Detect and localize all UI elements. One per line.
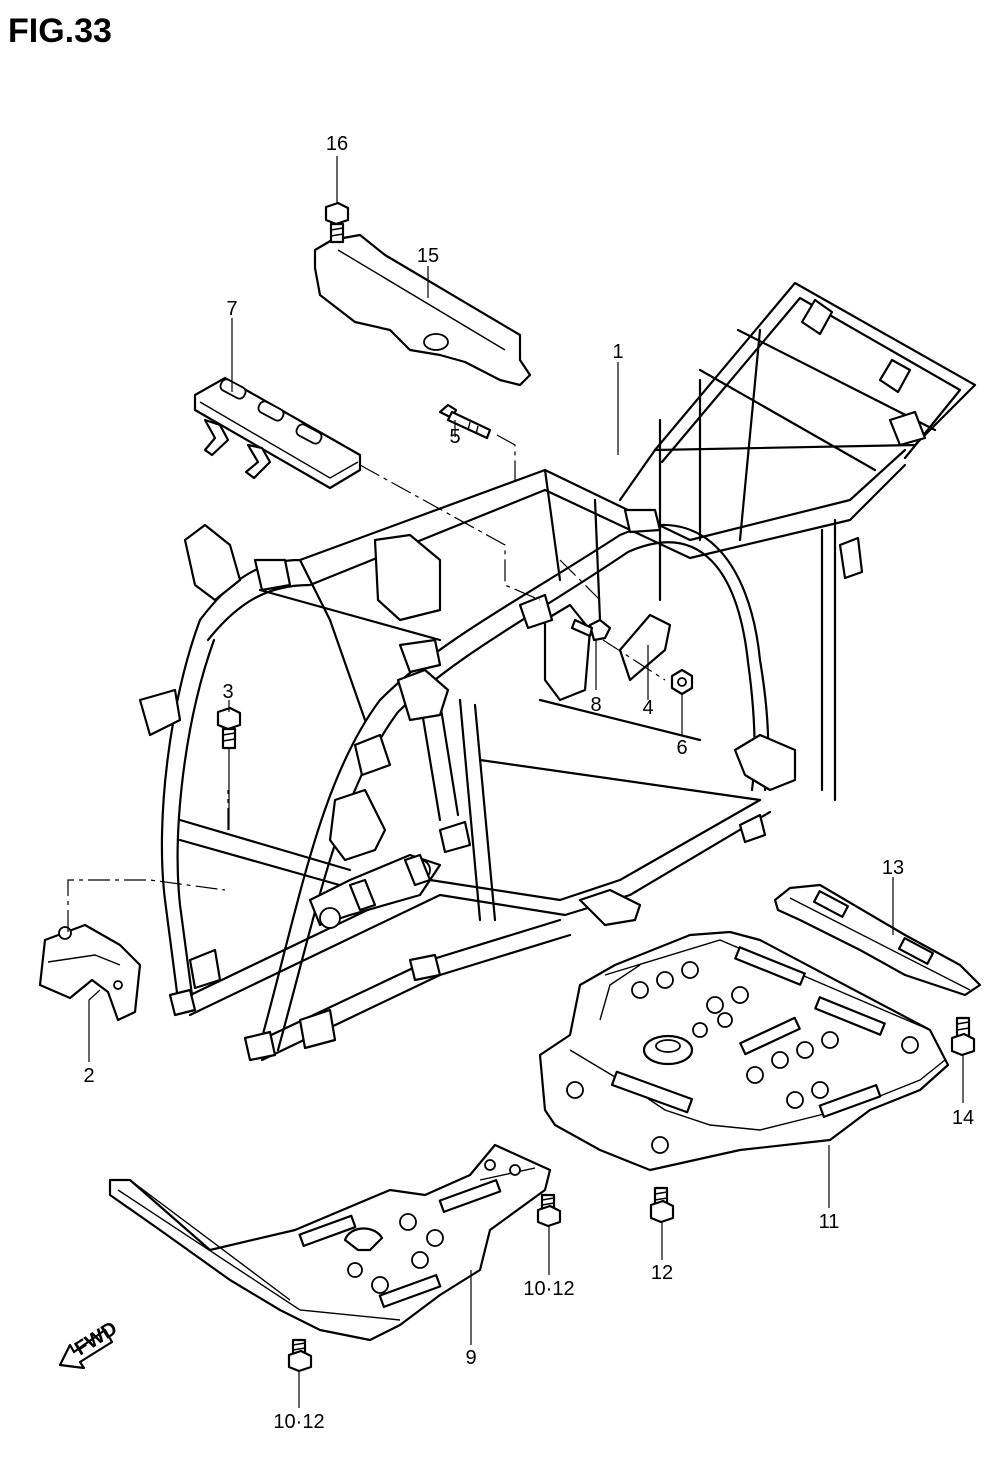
- part-9-front-skid-plate: [108, 1143, 552, 1342]
- part-3-bolt: [216, 706, 242, 750]
- part-10-12-bolt-a: [536, 1193, 562, 1228]
- part-10-12-bolt-b: [287, 1338, 313, 1373]
- part-13-rear-guard: [773, 883, 982, 997]
- fwd-arrow-icon: FWD: [58, 1317, 121, 1370]
- callout-12: 12: [651, 1262, 673, 1284]
- callout-2: 2: [83, 1065, 94, 1087]
- callout-6: 6: [676, 737, 687, 759]
- figure-title: FIG.33: [8, 12, 112, 50]
- part-11-skid-plate: [538, 930, 950, 1172]
- callout-3: 3: [222, 681, 233, 703]
- callout-9: 9: [465, 1347, 476, 1369]
- callout-5: 5: [449, 426, 460, 448]
- callout-labels: 16 15 7 1 5 3 8 4 6 13 2 14 11 12 10·12 …: [83, 133, 974, 1433]
- callout-16: 16: [326, 133, 348, 155]
- part-16-bolt: [324, 201, 350, 244]
- part-14-bolt: [950, 1016, 976, 1057]
- fwd-label: FWD: [71, 1317, 121, 1360]
- callout-10-12-b: 10·12: [273, 1411, 324, 1433]
- callout-8: 8: [590, 694, 601, 716]
- callout-13: 13: [882, 857, 904, 879]
- callout-10-12-a: 10·12: [523, 1278, 574, 1300]
- callout-4: 4: [642, 697, 653, 719]
- frame-assembly: [138, 281, 977, 1062]
- part-15-upper-guard: [313, 233, 532, 387]
- part-7-footrest-bracket: [193, 376, 362, 490]
- callout-7: 7: [226, 298, 237, 320]
- part-12-bolt: [649, 1186, 675, 1224]
- part-6-nut: [670, 668, 694, 696]
- callout-1: 1: [612, 341, 623, 363]
- callout-14: 14: [952, 1107, 974, 1129]
- leader-lines: [67, 156, 964, 1408]
- callout-15: 15: [417, 245, 439, 267]
- part-2-front-bracket: [38, 923, 142, 1022]
- callout-11: 11: [819, 1211, 840, 1233]
- part-8-bolt: [570, 618, 612, 642]
- part-5-long-bolt: [438, 403, 492, 440]
